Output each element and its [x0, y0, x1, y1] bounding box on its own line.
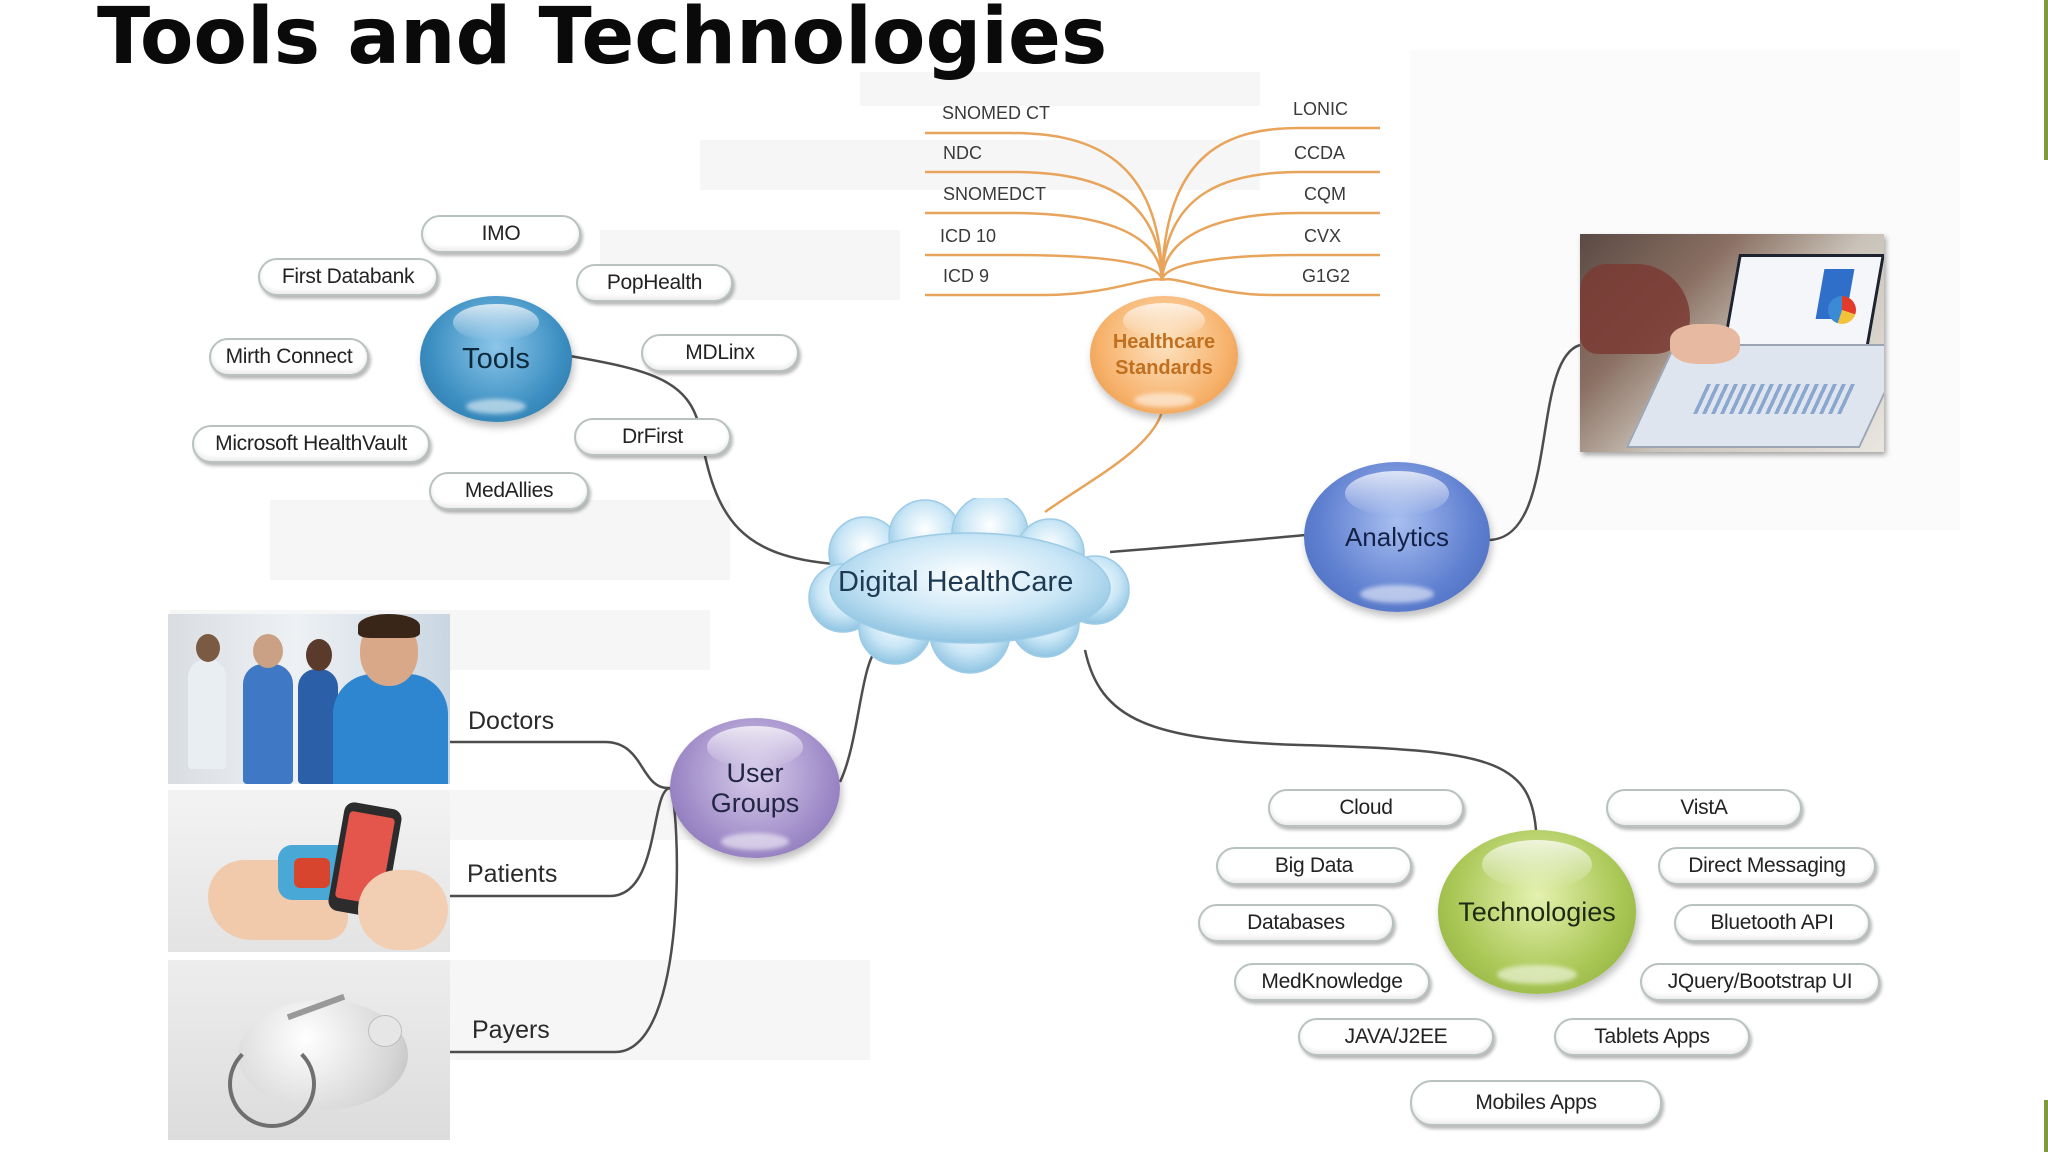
center-node-label: Digital HealthCare — [838, 566, 1074, 598]
bg-stripe — [700, 140, 1260, 190]
healthcare-standards-node: Healthcare Standards — [1090, 296, 1238, 414]
standard-label: CVX — [1304, 226, 1342, 246]
technology-pill: Direct Messaging — [1658, 847, 1876, 885]
patients-photo — [168, 790, 450, 952]
tool-pill: IMO — [421, 215, 581, 253]
tool-pill: First Databank — [258, 258, 438, 296]
node-label: Tools — [462, 342, 530, 375]
node-label: Healthcare Standards — [1112, 331, 1216, 379]
user-group-label: Patients — [467, 860, 558, 888]
technology-pill: MedKnowledge — [1234, 963, 1430, 1001]
standard-label: CCDA — [1294, 143, 1346, 163]
technology-pill: Databases — [1198, 904, 1394, 942]
standard-label: SNOMED CT — [942, 103, 1050, 123]
tool-pill: Microsoft HealthVault — [192, 425, 430, 463]
standard-label: NDC — [943, 143, 982, 163]
technology-pill: JQuery/Bootstrap UI — [1640, 963, 1880, 1001]
tool-pill: DrFirst — [574, 418, 731, 456]
tools-node: Tools — [420, 296, 572, 422]
bg-stripe — [450, 960, 870, 1060]
standard-label: ICD 9 — [943, 266, 990, 286]
doctors-photo — [168, 614, 450, 784]
page-title: Tools and Technologies — [97, 0, 1108, 82]
tool-pill: Mirth Connect — [209, 338, 369, 376]
bg-stripe — [270, 500, 730, 580]
technology-pill: VistA — [1606, 789, 1802, 827]
bg-stripe — [860, 72, 1260, 106]
technology-pill: Big Data — [1216, 847, 1412, 885]
payers-photo — [168, 960, 450, 1140]
technology-pill: JAVA/J2EE — [1298, 1018, 1494, 1056]
standard-label: ICD 10 — [940, 226, 997, 246]
node-label: Analytics — [1344, 521, 1450, 552]
user-groups-node: User Groups — [670, 718, 840, 858]
tool-pill: PopHealth — [576, 264, 733, 302]
standard-label: CQM — [1304, 184, 1346, 204]
analytics-photo — [1580, 234, 1884, 452]
node-label: Technologies — [1458, 896, 1616, 927]
user-group-label: Doctors — [468, 707, 555, 735]
tool-pill: MDLinx — [641, 334, 799, 372]
analytics-node: Analytics — [1304, 462, 1490, 612]
standard-label: G1G2 — [1302, 266, 1351, 286]
technology-pill: Bluetooth API — [1674, 904, 1870, 942]
tool-pill: MedAllies — [429, 472, 589, 510]
standard-label: SNOMEDCT — [943, 184, 1046, 204]
node-label: User Groups — [710, 758, 800, 818]
slide-edge-accent — [2044, 0, 2048, 160]
technology-pill: Tablets Apps — [1554, 1018, 1750, 1056]
cloud-icon — [808, 498, 1130, 674]
technologies-node: Technologies — [1438, 830, 1636, 994]
slide-edge-accent — [2044, 1100, 2048, 1152]
user-group-label: Payers — [472, 1016, 550, 1044]
technology-pill: Cloud — [1268, 789, 1464, 827]
standard-label: LONIC — [1293, 99, 1349, 119]
technology-pill: Mobiles Apps — [1410, 1080, 1662, 1126]
